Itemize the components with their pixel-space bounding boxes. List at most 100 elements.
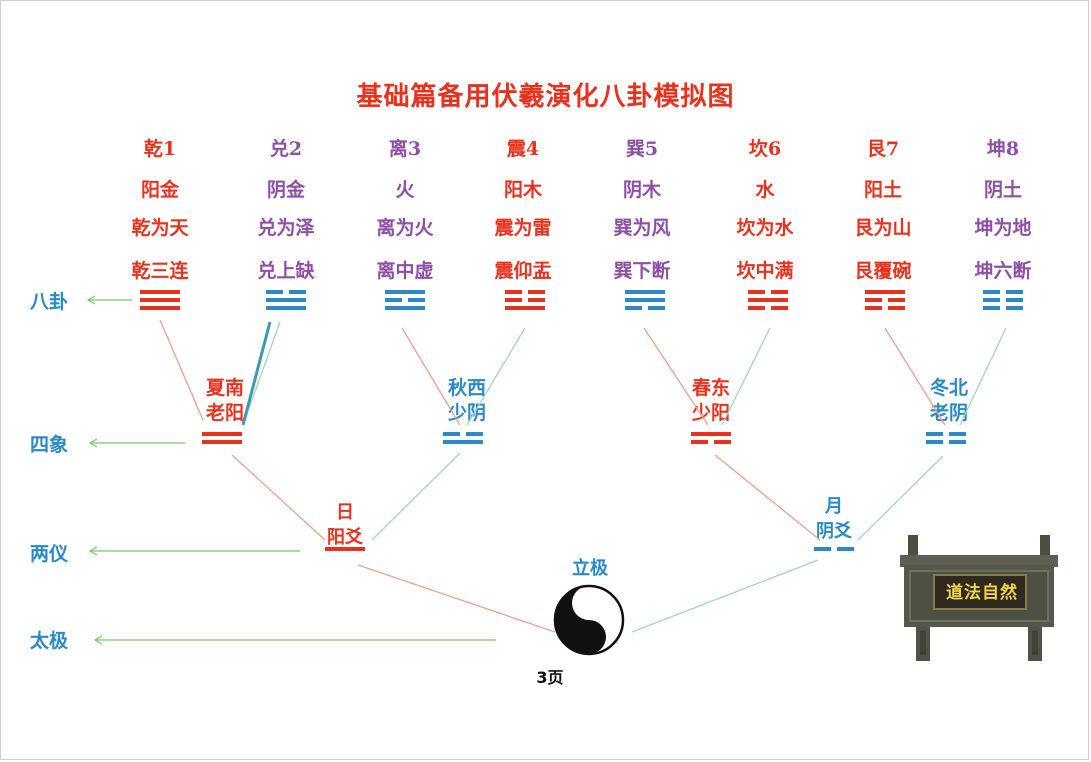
connector-line <box>371 452 461 541</box>
trigram-mnemonic: 兑上缺 <box>257 260 315 282</box>
two-mode-symbol-yang-line <box>325 547 365 551</box>
trigram-symbol-yin-segment <box>888 306 905 310</box>
trigram-symbol-yang-line <box>266 306 306 310</box>
trigram-symbol-yin-segment <box>865 298 882 302</box>
trigram-nature: 艮为山 <box>854 217 912 239</box>
trigram-element: 阴土 <box>983 179 1022 201</box>
four-image-symbol-yang-line <box>443 440 483 444</box>
trigram-element: 阴金 <box>266 179 305 201</box>
connector-line <box>884 327 946 426</box>
level-label-taiji: 太极 <box>30 630 69 652</box>
two-mode-symbol-yin-segment <box>814 547 831 551</box>
four-image-name: 老阳 <box>205 402 244 424</box>
four-image-symbol-yin-segment <box>691 440 708 444</box>
trigram-nature: 坎为水 <box>736 217 794 239</box>
diagram-title: 基础篇备用伏羲演化八卦模拟图 <box>356 82 735 112</box>
connector-line <box>631 559 819 633</box>
trigram-symbol-yang-line <box>625 298 665 302</box>
arrow-taiji-head <box>93 635 103 645</box>
level-label-bagua: 八卦 <box>30 291 69 313</box>
trigram-name: 兑2 <box>269 138 303 160</box>
taiji-dot <box>584 598 594 608</box>
two-mode-top: 月 <box>825 496 843 517</box>
four-image-symbol-yin-segment <box>949 440 966 444</box>
four-image-symbol-yin-segment <box>926 432 943 436</box>
trigram-symbol-yin-segment <box>505 298 522 302</box>
trigram-symbol-yin-segment <box>648 306 665 310</box>
trigram-symbol-yin-segment <box>385 298 402 302</box>
trigram-symbol-yang-line <box>140 298 180 302</box>
trigram-symbol-yin-segment <box>505 290 522 294</box>
trigram-symbol-yang-line <box>385 306 425 310</box>
two-mode-name: 阳爻 <box>327 527 363 548</box>
trigram-mnemonic: 坎中满 <box>736 260 794 282</box>
four-image-label-spring: 春东 少阳 <box>671 376 751 426</box>
trigram-symbol-yang-line <box>385 290 425 294</box>
trigram-nature: 兑为泽 <box>257 217 315 239</box>
four-image-name: 老阴 <box>929 402 968 424</box>
trigram-mnemonic: 坤六断 <box>974 260 1032 282</box>
trigram-name: 震4 <box>506 138 540 160</box>
trigram-symbol-yin-segment <box>1006 290 1023 294</box>
trigram-name: 坎6 <box>748 138 782 160</box>
trigram-symbol-yin-segment <box>983 306 1000 310</box>
trigram-symbol-yang-line <box>140 290 180 294</box>
trigram-mnemonic: 艮覆碗 <box>854 260 912 282</box>
trigram-element: 阳木 <box>503 179 542 201</box>
connector-line <box>357 564 556 633</box>
trigram-symbol-yin-segment <box>289 290 306 294</box>
connector-line <box>231 454 326 541</box>
four-image-symbol-yang-line <box>202 440 242 444</box>
trigram-nature: 乾为天 <box>131 217 189 239</box>
trigram-nature: 离为火 <box>376 217 434 239</box>
four-image-symbol-yin-segment <box>443 432 460 436</box>
connector-line <box>159 319 204 421</box>
trigram-mnemonic: 乾三连 <box>131 260 189 282</box>
four-image-symbol-yang-line <box>202 432 242 436</box>
trigram-name: 坤8 <box>986 138 1020 160</box>
trigram-nature: 巽为风 <box>613 217 671 239</box>
trigram-symbol-yang-line <box>505 306 545 310</box>
trigram-element: 阳土 <box>863 179 902 201</box>
trigram-element: 阴木 <box>622 179 661 201</box>
four-image-symbol-yin-segment <box>949 432 966 436</box>
four-image-season: 春东 <box>691 377 730 399</box>
two-mode-top: 日 <box>336 502 354 523</box>
trigram-symbol-yang-line <box>625 290 665 294</box>
four-image-name: 少阳 <box>691 402 730 424</box>
trigram-symbol-yang-line <box>266 298 306 302</box>
trigram-nature: 震为雷 <box>494 217 552 239</box>
trigram-symbol-yin-segment <box>266 290 283 294</box>
trigram-symbol-yang-line <box>748 298 788 302</box>
arrow-liangyi-head <box>88 546 98 556</box>
trigram-name: 巽5 <box>625 138 659 160</box>
four-image-season: 秋西 <box>447 377 486 399</box>
connector-line <box>466 327 526 426</box>
trigram-symbol-yin-segment <box>528 298 545 302</box>
trigram-symbol-yin-segment <box>1006 306 1023 310</box>
trigram-mnemonic: 离中虚 <box>376 260 434 282</box>
four-image-symbol-yin-segment <box>926 440 943 444</box>
trigram-symbol-yin-segment <box>771 290 788 294</box>
four-image-season: 冬北 <box>929 377 968 399</box>
ding-vessel-image <box>900 535 1058 661</box>
connector-line <box>643 327 709 426</box>
arrow-sixiang-head <box>88 438 98 448</box>
trigram-name: 乾1 <box>143 138 177 160</box>
trigram-symbol-yin-segment <box>983 290 1000 294</box>
connector-line <box>714 454 821 541</box>
trigram-mnemonic: 巽下断 <box>613 260 671 282</box>
trigram-mnemonic: 震仰盂 <box>494 260 552 282</box>
trigram-symbol-yin-segment <box>748 306 765 310</box>
level-label-sixiang: 四象 <box>30 434 69 456</box>
trigram-symbol-yin-segment <box>528 290 545 294</box>
trigram-element: 水 <box>755 179 775 201</box>
two-mode-name: 阴爻 <box>816 521 852 542</box>
four-image-symbol-yin-segment <box>714 440 731 444</box>
four-image-name: 少阴 <box>447 402 486 424</box>
trigram-element: 阳金 <box>140 179 179 201</box>
taiji-dot <box>584 632 594 642</box>
trigram-symbol-yin-segment <box>625 306 642 310</box>
